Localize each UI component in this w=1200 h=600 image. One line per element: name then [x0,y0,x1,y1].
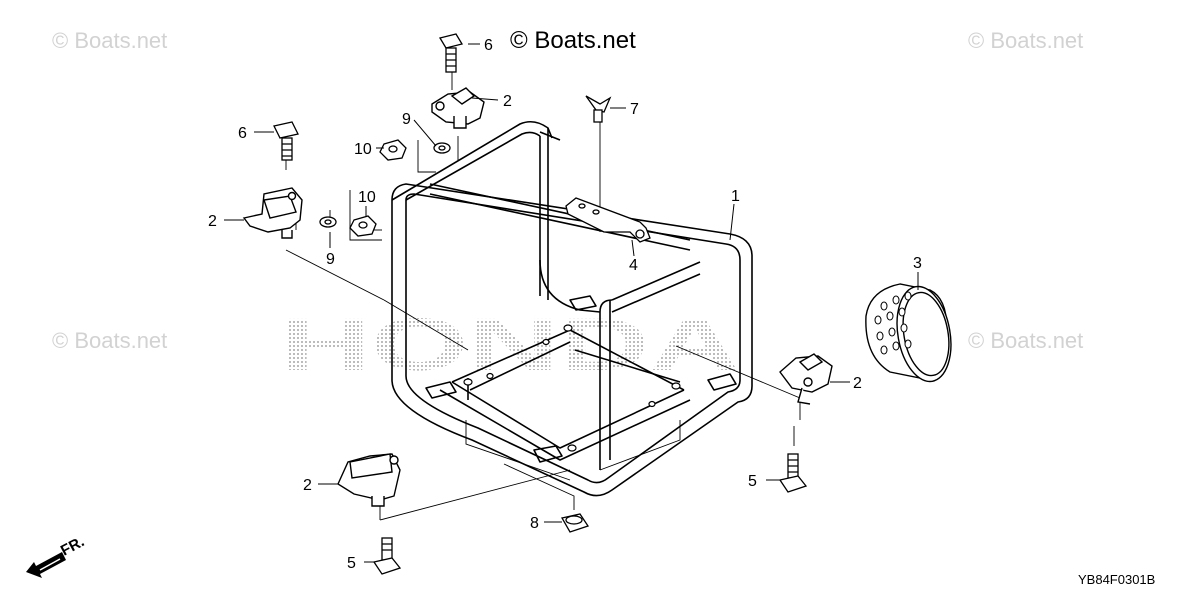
bolt-top[interactable] [438,33,464,73]
watermark-main: © Boats.net [510,27,636,54]
callout-leaders [224,43,919,563]
washer-top[interactable] [433,142,451,154]
callout-9-top: 9 [402,111,411,128]
watermark-top-right: © Boats.net [968,28,1083,53]
callout-10-top: 10 [354,141,372,158]
mount-right[interactable] [779,353,833,405]
callout-3: 3 [913,255,922,272]
callout-2-bottom: 2 [303,477,312,494]
callout-6-left: 6 [238,125,247,142]
callout-2-right: 2 [853,375,862,392]
nut-top[interactable] [379,139,407,161]
muffler-holes [874,291,912,355]
mount-left[interactable] [242,187,303,239]
callout-7: 7 [630,101,639,118]
callout-5-right: 5 [748,473,757,490]
brand-watermark: HONDA [280,303,740,386]
callout-6-top: 6 [484,37,493,54]
mount-bottom[interactable] [337,453,401,507]
watermark-mid-left: © Boats.net [52,328,167,353]
bracket-part[interactable] [565,197,651,243]
mount-top[interactable] [431,87,485,129]
callout-2-left: 2 [208,213,217,230]
bolt-left[interactable] [273,121,299,161]
watermark-top-left: © Boats.net [52,28,167,53]
callout-2-top: 2 [503,93,512,110]
frame-holes [463,324,681,452]
bolt-lower-left[interactable] [372,537,402,575]
wing-bolt[interactable] [585,95,612,123]
front-arrow-icon [26,552,66,578]
assembly-lines [285,70,801,521]
callout-8: 8 [530,515,539,532]
washer-left[interactable] [319,216,337,228]
callout-1: 1 [731,188,740,205]
callout-5-left: 5 [347,555,356,572]
foot-nut[interactable] [560,513,590,533]
callout-9-left: 9 [326,251,335,268]
diagram-code: YB84F0301B [1078,572,1155,587]
callout-4: 4 [629,257,638,274]
watermark-mid-right: © Boats.net [968,328,1083,353]
nut-left[interactable] [349,215,377,237]
callout-10-left: 10 [358,189,376,206]
bolt-lower-right[interactable] [778,453,808,493]
